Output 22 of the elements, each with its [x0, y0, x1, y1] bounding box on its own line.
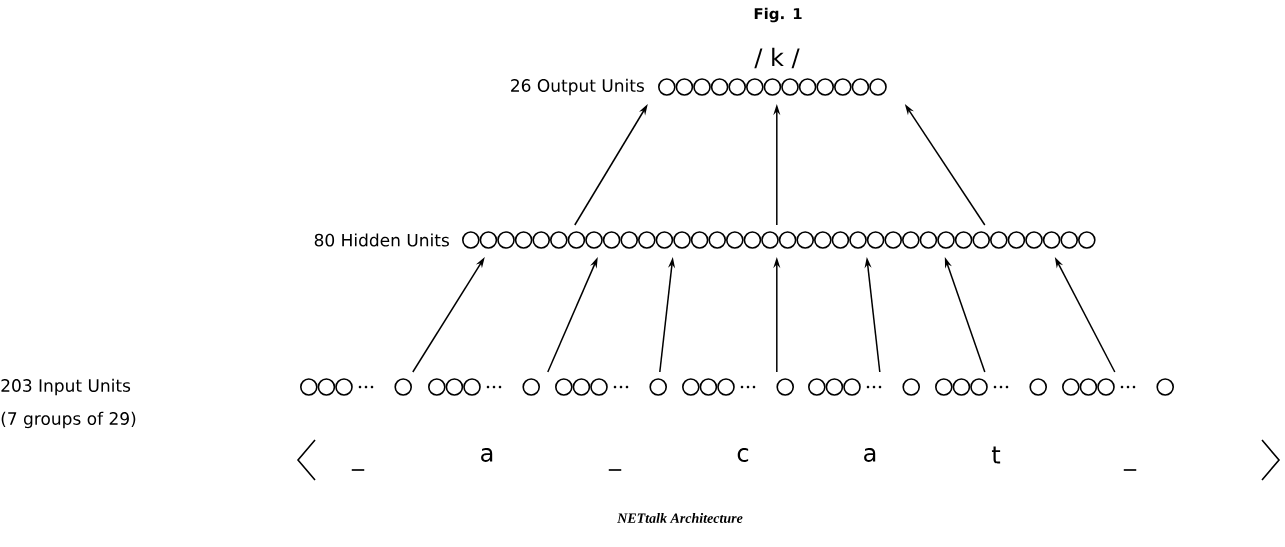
input-letter: _	[1123, 469, 1137, 471]
unit-row	[658, 78, 887, 96]
input-letter: _	[351, 469, 365, 471]
unit-row	[462, 231, 1096, 249]
layer-label: (7 groups of 29)	[1, 411, 136, 429]
unit-row	[682, 378, 794, 396]
unit-row	[808, 378, 920, 396]
input-letter: t	[991, 446, 1001, 464]
layer-label: 26 Output Units	[511, 78, 644, 96]
unit-row	[1062, 378, 1174, 396]
unit-row	[300, 378, 412, 396]
layer-label: 80 Hidden Units	[314, 233, 449, 247]
input-letter: c	[737, 448, 749, 462]
input-letter: _	[608, 469, 622, 471]
figure-title: Fig. 1	[754, 7, 802, 23]
input-letter: a	[864, 448, 876, 462]
unit-row	[555, 378, 667, 396]
input-letter: a	[481, 448, 493, 462]
unit-row	[935, 378, 1047, 396]
caption: NETtalk Architecture	[617, 513, 743, 523]
unit-row	[428, 378, 540, 396]
layer-label: 203 Input Units	[1, 378, 131, 396]
